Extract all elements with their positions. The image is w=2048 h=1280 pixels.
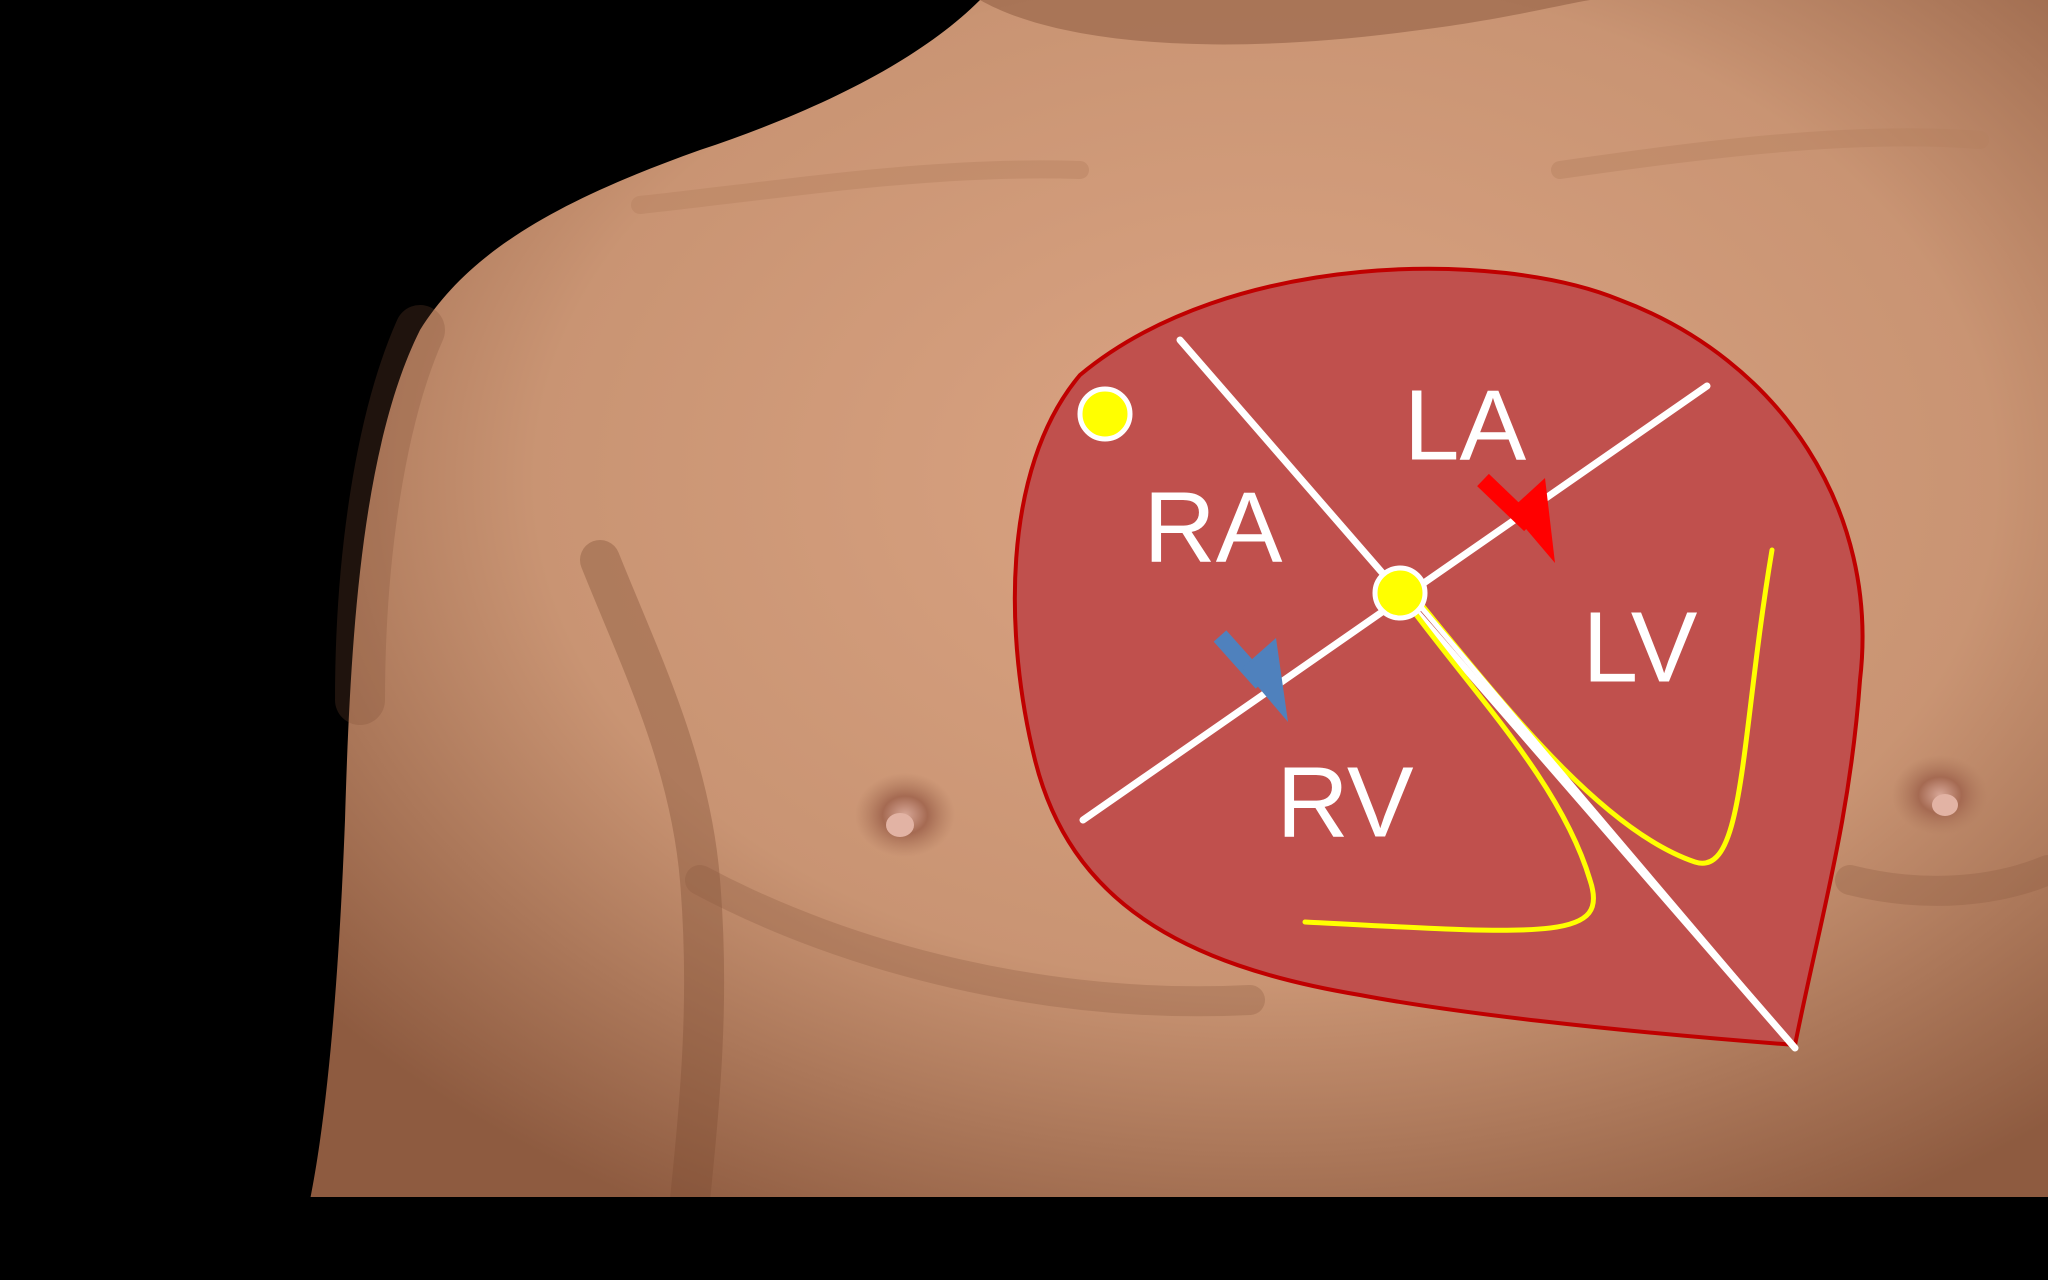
label-left-ventricle: LV [1583,591,1698,703]
pectoral-contour-right [1835,855,2048,906]
tricuspid-leaflet-curve [1302,590,1596,933]
label-right-atrium: RA [1144,471,1283,583]
down-right-arrow-icon [1477,473,1555,563]
label-right-ventricle: RV [1276,746,1413,858]
label-left-atrium: LA [1404,369,1527,481]
septum-inner-line [1412,597,1798,1051]
nipple-left-center [886,813,914,837]
clavicle-right [1551,128,1989,179]
valve-marker-crux [1372,565,1428,621]
valve-marker-upper [1077,386,1133,442]
arm-crease [580,540,725,1220]
clavicle-left [631,160,1089,214]
pectoral-contour-left [685,865,1265,1017]
deltoid-shade [335,305,445,725]
heart-shape [1012,266,1865,1048]
down-right-arrow-icon [1213,630,1288,722]
bottom-band [0,1197,2048,1280]
neck-shadow [980,0,1590,45]
nipple-right-center [1932,794,1958,816]
